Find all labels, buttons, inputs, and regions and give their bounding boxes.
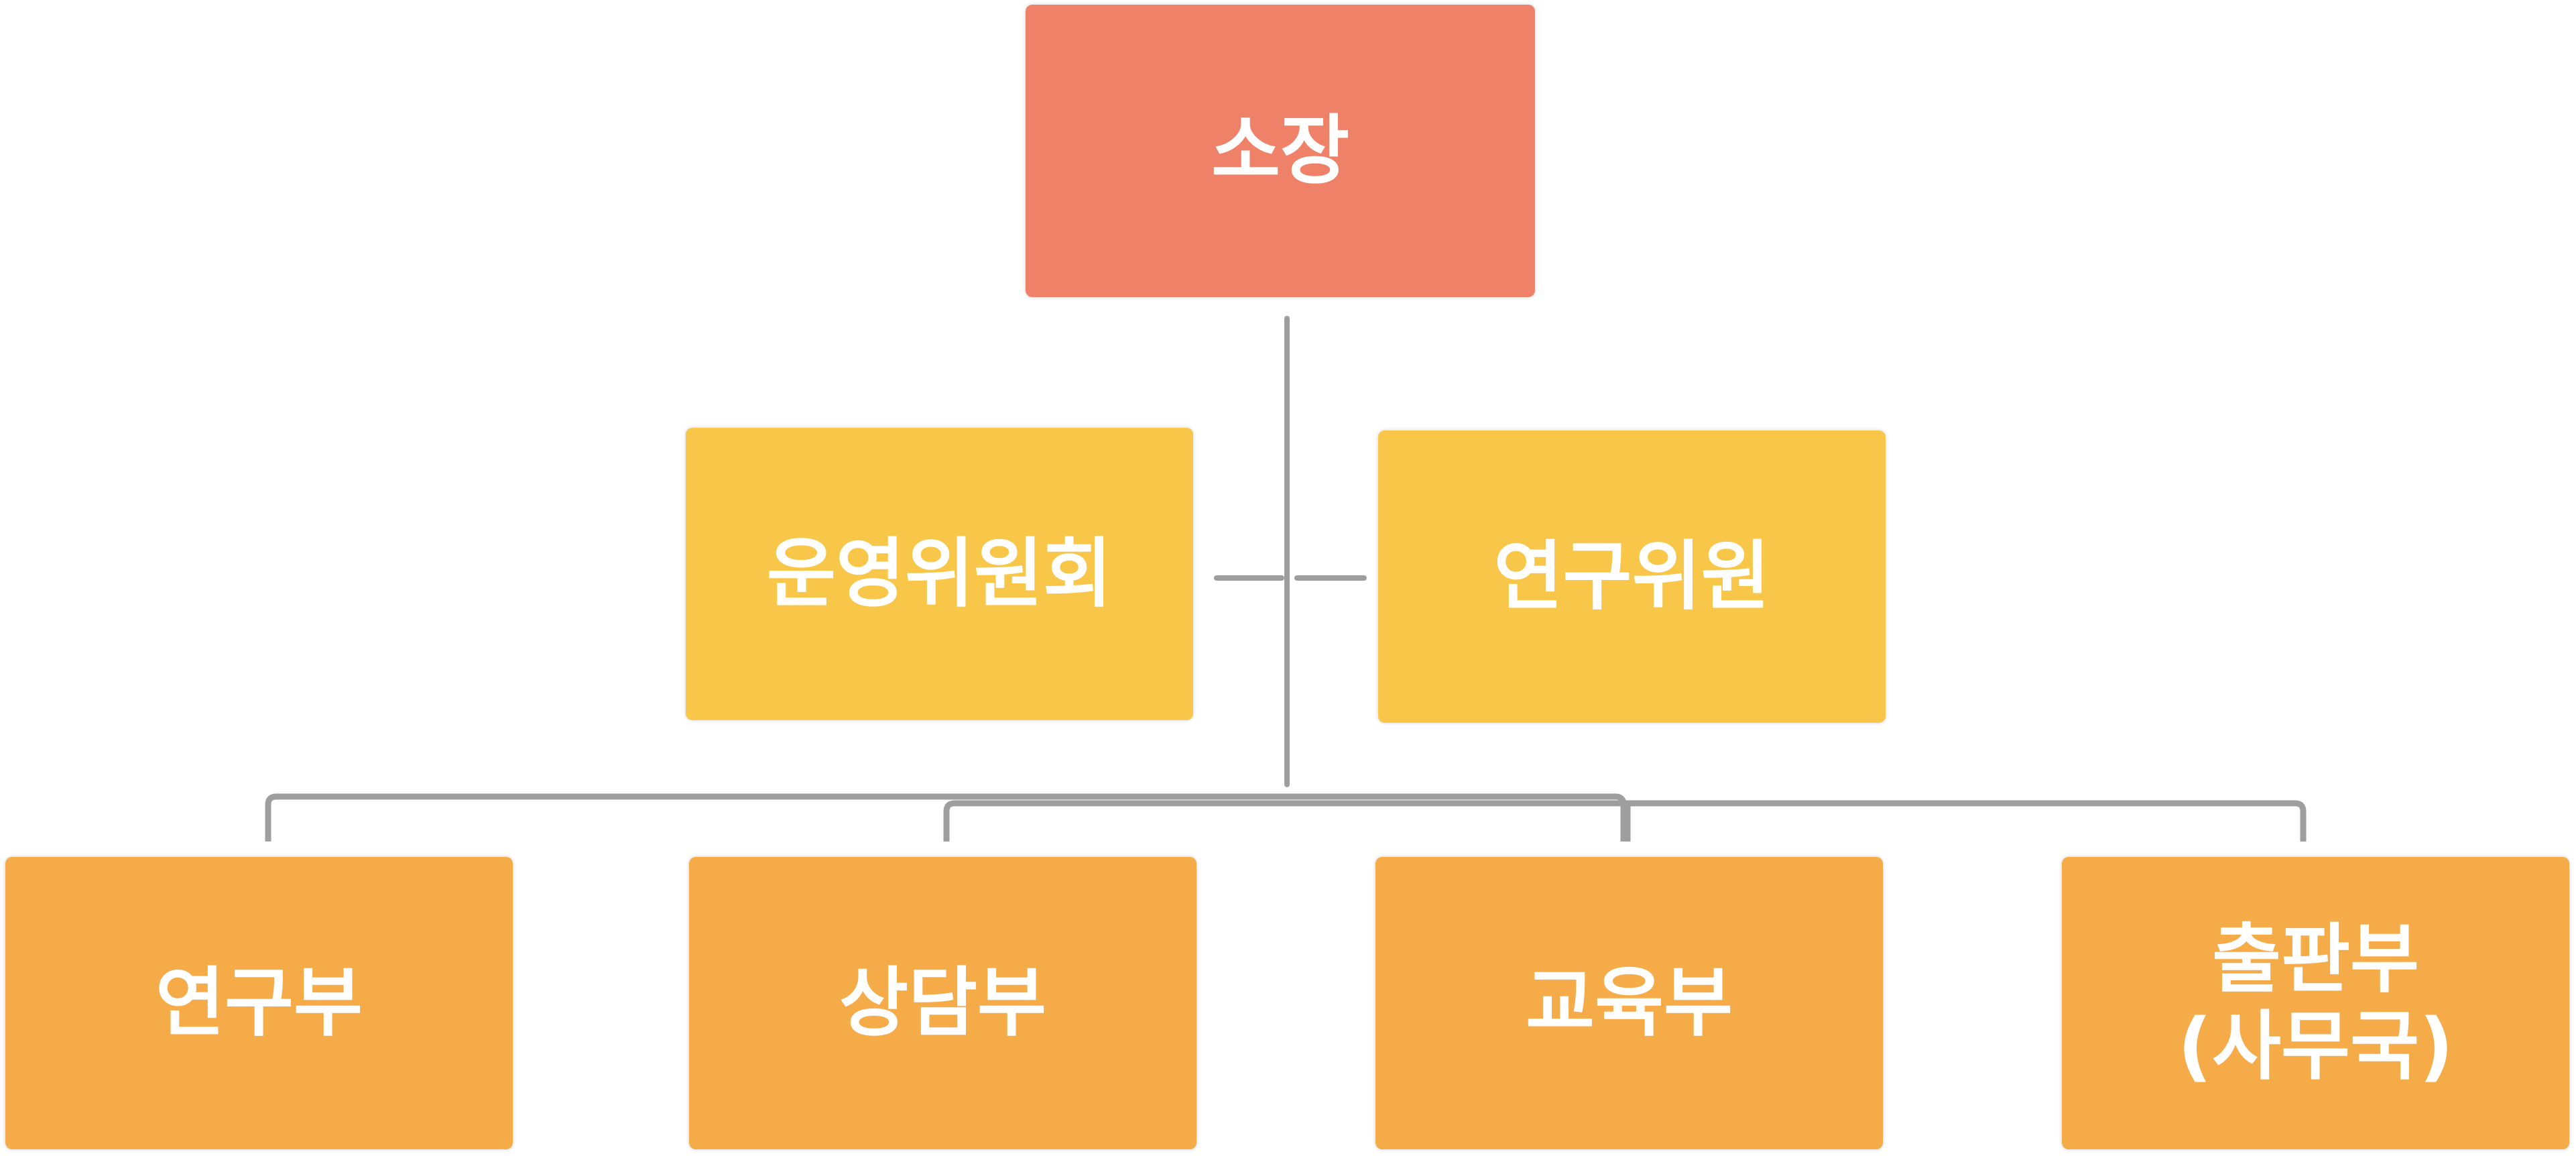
director-label: 소장	[1211, 107, 1350, 194]
research-dept-box[interactable]: 연구부	[5, 857, 513, 1149]
publishing-dept-label: 출판부	[2211, 916, 2420, 1003]
steering-committee-label: 운영위원회	[766, 530, 1113, 618]
education-dept-box[interactable]: 교육부	[1375, 857, 1883, 1149]
counseling-dept-label: 상담부	[839, 960, 1047, 1047]
education-dept-label: 교육부	[1525, 960, 1733, 1047]
research-dept-label: 연구부	[155, 960, 363, 1047]
publishing-dept-sublabel: (사무국)	[2177, 1003, 2454, 1090]
counseling-dept-box[interactable]: 상담부	[689, 857, 1197, 1149]
research-fellows-label: 연구위원	[1493, 533, 1770, 620]
steering-committee-box[interactable]: 운영위원회	[686, 428, 1193, 720]
publishing-dept-box[interactable]: 출판부 (사무국)	[2062, 857, 2569, 1149]
director-box[interactable]: 소장	[1026, 5, 1535, 297]
research-fellows-box[interactable]: 연구위원	[1378, 430, 1886, 723]
